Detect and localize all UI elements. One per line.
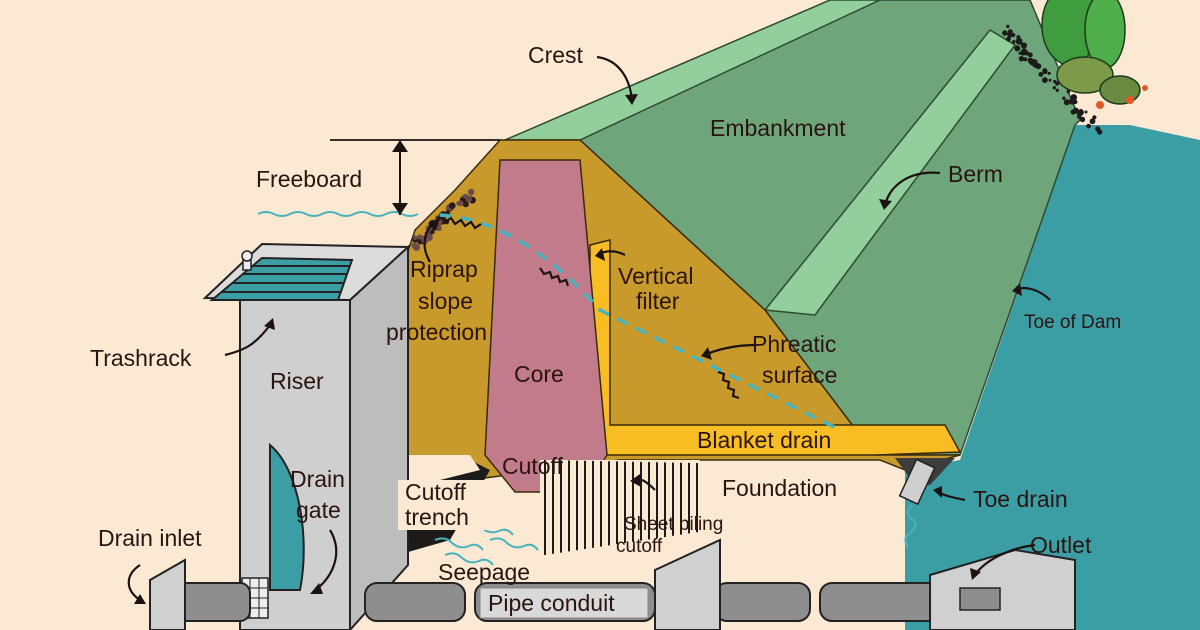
vegetation bbox=[1002, 0, 1148, 135]
seepage-squiggle-3 bbox=[717, 370, 740, 400]
drain-gate-shape bbox=[269, 442, 305, 591]
label-riprap-line3: protection bbox=[386, 319, 487, 345]
label-trashrack: Trashrack bbox=[90, 345, 192, 371]
label-freeboard: Freeboard bbox=[256, 166, 362, 192]
label-crest: Crest bbox=[528, 42, 584, 68]
freeboard-marker bbox=[330, 139, 500, 215]
pipe-conduit bbox=[149, 538, 1076, 630]
label-drain-inlet: Drain inlet bbox=[98, 525, 202, 551]
label-riser: Riser bbox=[270, 368, 324, 394]
phreatic-line bbox=[439, 213, 841, 432]
label-toe-drain: Toe drain bbox=[973, 486, 1068, 512]
seepage-squiggle-1 bbox=[444, 216, 482, 230]
upstream-water-surface bbox=[257, 211, 419, 217]
label-sheet-piling-line1: Sheet piling bbox=[624, 514, 723, 535]
label-berm: Berm bbox=[948, 161, 1003, 187]
label-embankment: Embankment bbox=[710, 115, 846, 141]
cutoff-trench-label-box bbox=[398, 480, 488, 530]
trashrack-grate bbox=[209, 256, 354, 301]
riser bbox=[202, 242, 411, 630]
label-sheet-piling-line2: cutoff bbox=[616, 536, 663, 557]
sheet-piling bbox=[540, 460, 700, 555]
leader-arrows bbox=[127, 55, 1051, 604]
label-phreatic-line1: Phreatic bbox=[752, 331, 836, 357]
pipe-conduit-label-box bbox=[479, 587, 649, 619]
label-drain-gate-line2: gate bbox=[296, 497, 341, 523]
label-outlet: Outlet bbox=[1030, 532, 1092, 558]
label-riprap-line2: slope bbox=[418, 288, 473, 314]
label-blanket-drain: Blanket drain bbox=[697, 427, 831, 453]
label-drain-gate-line1: Drain bbox=[290, 466, 345, 492]
label-cutoff: Cutoff bbox=[502, 453, 564, 479]
berm-strip bbox=[763, 29, 1017, 316]
label-vertical-filter-line1: Vertical bbox=[618, 263, 693, 289]
toe-drain bbox=[895, 458, 955, 548]
label-toe-of-dam: Toe of Dam bbox=[1024, 312, 1121, 333]
label-riprap-line1: Riprap bbox=[410, 256, 478, 282]
label-cutoff-trench-line2: trench bbox=[405, 504, 469, 530]
label-phreatic-line2: surface bbox=[762, 362, 837, 388]
label-cutoff-trench-line1: Cutoff bbox=[405, 479, 467, 505]
label-foundation: Foundation bbox=[722, 475, 837, 501]
reservoir-water bbox=[905, 125, 1200, 630]
label-vertical-filter-line2: filter bbox=[636, 288, 680, 314]
label-core: Core bbox=[514, 361, 564, 387]
seepage-squiggle-2 bbox=[539, 267, 570, 287]
label-seepage: Seepage bbox=[438, 559, 530, 585]
label-pipe-conduit: Pipe conduit bbox=[488, 590, 615, 616]
